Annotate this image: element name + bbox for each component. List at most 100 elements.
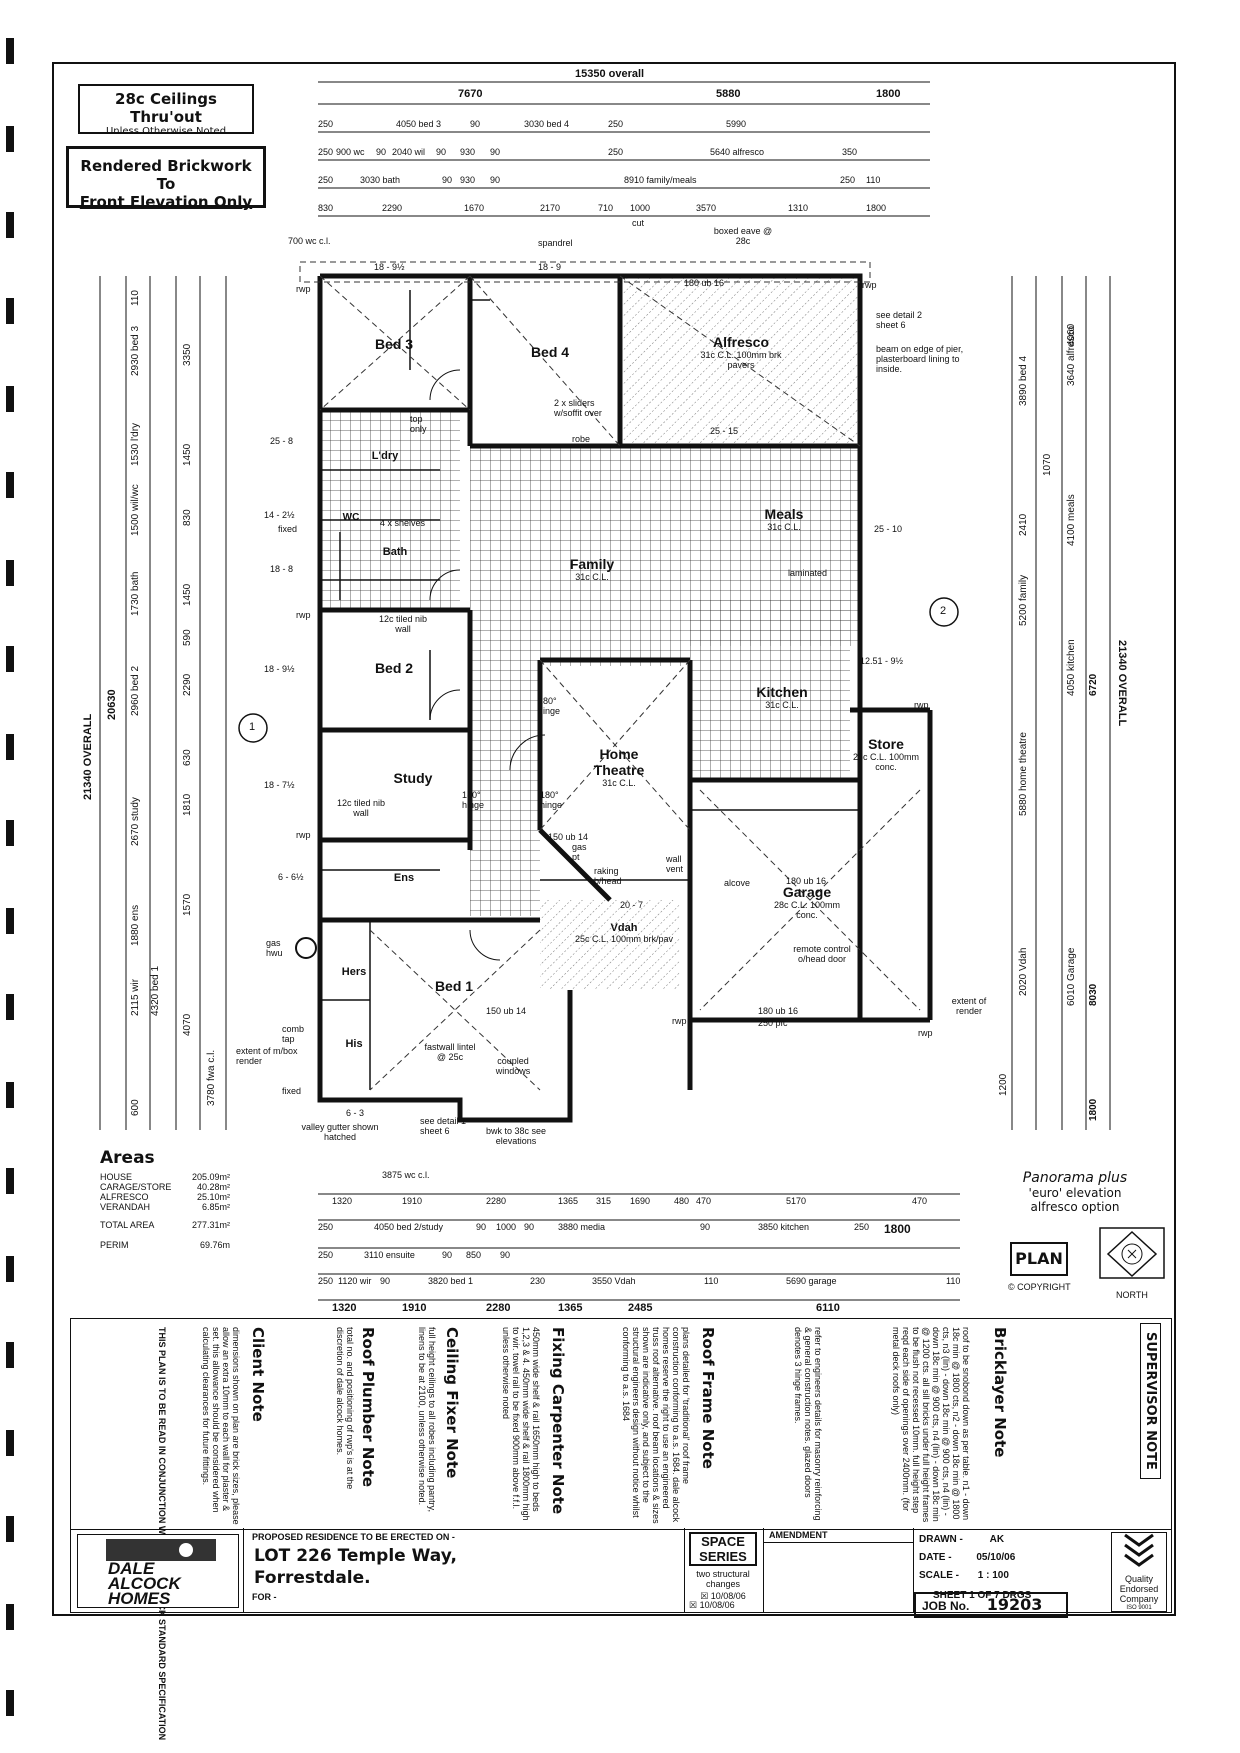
marker-1-label: 1 <box>249 721 256 733</box>
dim-text: 1450 <box>182 443 193 466</box>
note-client-body: dimensions shown on plan are brick sizes… <box>201 1327 241 1525</box>
dim-text: 1910 <box>402 1302 427 1314</box>
area-label: PERIM <box>100 1240 129 1250</box>
area-label: ALFRESCO <box>100 1192 149 1202</box>
suburb: Forrestdale. <box>254 1568 371 1588</box>
areas-title: Areas <box>100 1148 155 1168</box>
dim-text: 3640 alfresco <box>1066 325 1077 386</box>
note-ceiling-body: full height ceilings to all robes includ… <box>417 1327 437 1512</box>
note-carpenter-title: Fixing Carpenter Note <box>549 1327 567 1515</box>
scale-label: SCALE - <box>919 1570 959 1581</box>
left-col2: 3350 1450 830 1450 590 2290 630 1810 157… <box>182 276 217 1126</box>
note-supervisor: SUPERVISOR NOTE <box>1140 1323 1161 1479</box>
right-col2: 4060 3640 alfresco 1070 4100 meals 4050 … <box>1042 276 1099 1126</box>
dim-text: 250 <box>854 1222 870 1232</box>
dim-text: 90 <box>470 119 481 129</box>
dim-text: 3550 Vdah <box>592 1276 636 1286</box>
dim-text: 1800 <box>1088 1098 1099 1121</box>
dim-text: 2930 bed 3 <box>130 325 141 376</box>
dim-text: 250 <box>318 175 334 185</box>
interior-lines <box>320 290 860 1090</box>
dim-text: 480 <box>674 1196 690 1206</box>
ceilings-note: 28c Ceilings Thru'out Unless Otherwise N… <box>78 84 254 137</box>
dim-text: 4050 bed 3 <box>396 119 442 129</box>
label-bwk: bwk to 38c see elevations <box>485 1126 547 1146</box>
north-label: NORTH <box>1116 1290 1148 1300</box>
dim-text: 4320 bed 1 <box>150 965 161 1016</box>
dim-text: 2290 <box>382 203 403 213</box>
label-boxed-eave: boxed eave @ 28c <box>713 226 773 246</box>
label-ub2: 180 ub 16 <box>786 876 827 886</box>
dim-text: 5170 <box>786 1196 807 1206</box>
areas-row: VERANDAH 6.85m² <box>100 1202 270 1212</box>
dim-text: 5690 garage <box>786 1276 837 1286</box>
area-value: 69.76m <box>199 1240 230 1250</box>
for-label: FOR - <box>252 1592 277 1602</box>
dim-text: 250 <box>318 147 334 157</box>
proposed-label: PROPOSED RESIDENCE TO BE ERECTED ON - <box>252 1532 455 1542</box>
dim-text: 1530 l'dry <box>130 422 141 466</box>
dim-text: 1200 <box>998 1073 1009 1096</box>
door-swings <box>429 369 546 961</box>
plan-label: PLAN <box>1010 1242 1068 1276</box>
room-bed-4: Bed 4 <box>530 344 570 360</box>
area-value: 277.31m² <box>191 1220 230 1230</box>
dim-text: 110 <box>866 175 881 185</box>
label-coupled: coupled windows <box>495 1056 531 1076</box>
dim-text: 1730 bath <box>130 571 141 617</box>
left-overall: 21340 OVERALL <box>82 713 94 800</box>
angle-10: 25 - 10 <box>874 524 903 534</box>
dim-text: 250 <box>608 119 624 129</box>
label-alcove: alcove <box>724 878 751 888</box>
dim-text: 830 <box>182 509 193 526</box>
label-rwp-7: rwp <box>672 1016 687 1026</box>
dim-text: 1500 wil/wc <box>130 484 141 536</box>
dim-text: 90 <box>442 1250 453 1260</box>
dim-text: 2670 study <box>130 797 141 846</box>
change-date-2: ☒ 10/08/06 <box>689 1600 735 1610</box>
drawn-value: AK <box>989 1534 1005 1545</box>
right-dimension-lines <box>1011 276 1111 1130</box>
room-bath: Bath <box>382 546 408 558</box>
label-ub1: 180 ub 16 <box>684 278 725 288</box>
label-rwp-1: rwp <box>296 284 311 294</box>
room-study: Study <box>393 770 433 786</box>
label-comb-tap: comb tap <box>282 1024 305 1044</box>
areas-row: ALFRESCO 25.10m² <box>100 1192 270 1202</box>
series-section: SPACE SERIES two structural changes ☒ 10… <box>683 1528 764 1612</box>
dim-text: 930 <box>460 175 476 185</box>
label-rwp-4: rwp <box>296 830 311 840</box>
dim-text: 1120 wir <box>338 1276 372 1286</box>
dim-text: 90 <box>476 1222 487 1232</box>
date-value: 05/10/06 <box>976 1552 1016 1563</box>
quality-block: Quality Endorsed Company ISO 9001 <box>1111 1532 1167 1612</box>
dim-text: 90 <box>380 1276 391 1286</box>
dim-text: 315 <box>596 1196 612 1206</box>
dim-text: 230 <box>530 1276 546 1286</box>
dim-text: 1810 <box>182 793 193 816</box>
sheet-label: SHEET 1 OF 7 DRGS <box>933 1590 1032 1601</box>
angle-11: 12.51 - 9½ <box>860 656 904 666</box>
dim-text: 1670 <box>464 203 485 213</box>
angle-8: 6 - 6½ <box>278 872 304 882</box>
dim-text: 6110 <box>816 1302 840 1314</box>
note-carpenter-body: 450mm wide shelf & rail 1650mm high to b… <box>501 1327 541 1521</box>
angle-5: 18 - 8 <box>270 564 294 574</box>
dim-text: 3880 media <box>558 1222 606 1232</box>
dim-text: 3820 bed 1 <box>428 1276 474 1286</box>
dim-text: 90 <box>524 1222 535 1232</box>
logo-text: DALE ALCOCK HOMES <box>108 1559 181 1608</box>
dim-text: 3030 bath <box>360 175 401 185</box>
label-rwp-3: rwp <box>296 610 311 620</box>
dim-text: 3850 kitchen <box>758 1222 810 1232</box>
label-robe: robe <box>572 434 591 444</box>
amendment-section: AMENDMENT <box>763 1528 914 1612</box>
dim-text: 2410 <box>1018 513 1029 536</box>
room-bed-3: Bed 3 <box>374 336 414 352</box>
label-beam: beam on edge of pier, plasterboard linin… <box>876 344 964 374</box>
date-label: DATE - <box>919 1552 952 1563</box>
label-tiled-nib1: 12c tiled nib wall <box>378 614 428 634</box>
